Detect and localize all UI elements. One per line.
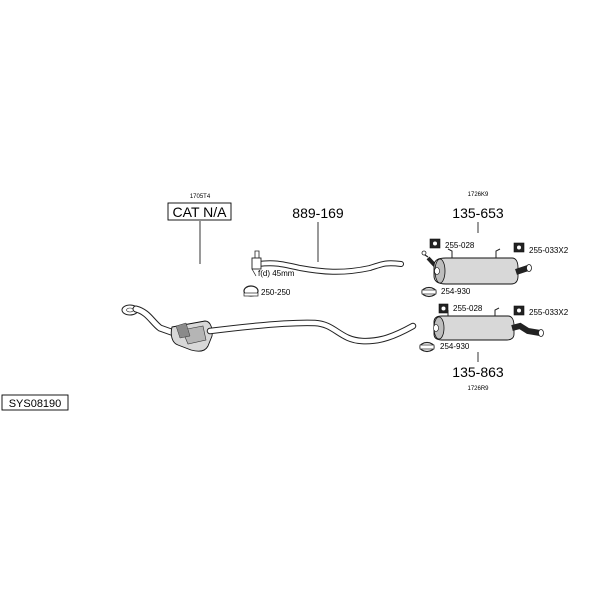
middle-pipe[interactable] [251,250,404,277]
system-id-label: SYS08190 [9,398,62,410]
cat-name-label: CAT N/A [173,204,228,220]
cat-name-box [167,202,232,221]
clamp-icon[interactable] [419,341,435,353]
rubber-mount-icon[interactable] [513,305,525,316]
rear-silencer-upper[interactable] [421,248,532,285]
rubber-upper-a-label: 255-028 [445,241,475,250]
clamp-icon[interactable] [421,286,437,298]
clamp-lower-label: 254-930 [440,342,470,351]
system-id-box [1,394,69,411]
rear-lower-code-label: 1726R9 [467,386,489,392]
rear-upper-number: 135-653 [452,205,504,221]
rubber-mount-icon[interactable] [438,303,449,314]
rear-upper-code-label: 1726K9 [468,192,489,198]
rear-silencer-lower[interactable] [433,307,544,341]
rubber-upper-b-label: 255-033X2 [529,246,569,255]
rear-lower-body [433,315,515,341]
rear-upper-body [433,257,519,285]
rubber-mount-icon[interactable] [513,242,525,253]
clamp-icon[interactable] [243,285,259,297]
clamp-upper-label: 254-930 [441,287,471,296]
cat-code-label: 1705T4 [190,194,211,200]
rubber-lower-a-label: 255-028 [453,304,483,313]
mid-pipe-diameter-note: f(d) 45mm [258,269,295,278]
mid-pipe-number: 889-169 [292,205,344,221]
rear-lower-number: 135-863 [452,364,504,380]
rubber-lower-b-label: 255-033X2 [529,308,569,317]
front-pipe-with-catalyst[interactable] [121,304,417,352]
rubber-mount-icon[interactable] [429,238,441,249]
clamp-mid-label: 250-250 [261,288,291,297]
